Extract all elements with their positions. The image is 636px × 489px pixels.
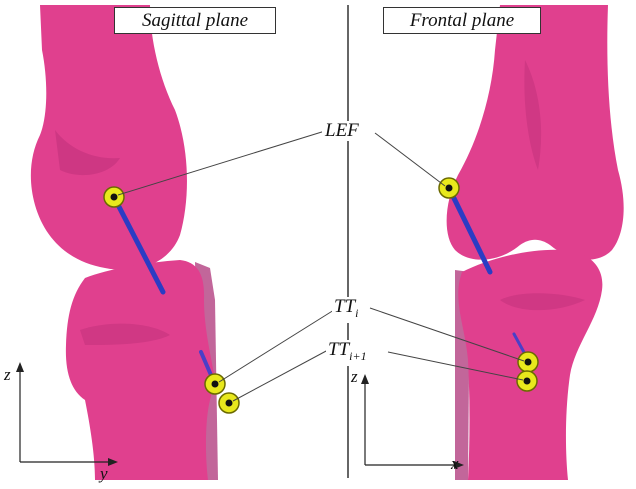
lef-label: LEF bbox=[322, 121, 362, 141]
tt-i1-label-main: TT bbox=[328, 339, 349, 360]
frontal-lef-marker bbox=[439, 178, 459, 198]
sagittal-tt-i-marker bbox=[205, 374, 225, 394]
right-x-axis-label: x bbox=[451, 455, 459, 473]
left-y-axis-label: y bbox=[100, 465, 108, 483]
right-z-axis-label: z bbox=[351, 368, 358, 386]
frontal-plane-title: Frontal plane bbox=[383, 7, 541, 34]
sagittal-femur bbox=[31, 5, 187, 270]
tt-i-label-main: TT bbox=[334, 296, 355, 317]
sagittal-plane-title: Sagittal plane bbox=[114, 7, 276, 34]
tt-i-label: TTi bbox=[332, 297, 360, 323]
tt-i1-label: TTi+1 bbox=[326, 340, 369, 366]
tt-i-label-sub: i bbox=[355, 306, 358, 320]
sagittal-tt-i1-marker bbox=[219, 393, 239, 413]
sagittal-lef-marker bbox=[104, 187, 124, 207]
frontal-tt-i-marker bbox=[518, 352, 538, 372]
tt-i1-label-sub: i+1 bbox=[349, 349, 366, 363]
leader-tti1-left bbox=[233, 350, 328, 401]
leader-lef-right bbox=[375, 133, 445, 186]
sagittal-tibia bbox=[66, 260, 215, 480]
leader-tti-left bbox=[219, 310, 334, 382]
frontal-tt-i1-marker bbox=[517, 371, 537, 391]
frontal-axes bbox=[361, 374, 464, 469]
left-z-axis-label: z bbox=[4, 366, 11, 384]
frontal-panel bbox=[361, 5, 624, 480]
sagittal-panel bbox=[16, 5, 239, 480]
